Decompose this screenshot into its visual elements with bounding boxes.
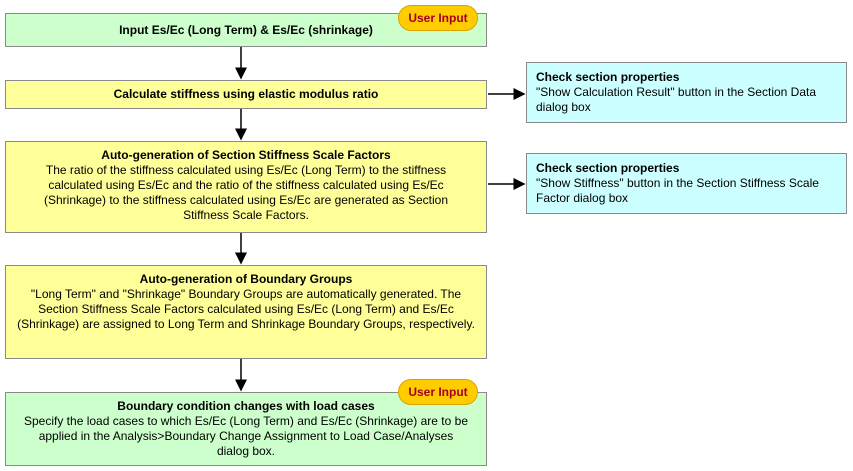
- step-3-title: Auto-generation of Section Stiffness Sca…: [101, 148, 391, 162]
- step-4-title: Auto-generation of Boundary Groups: [139, 272, 353, 286]
- step-5-box: Boundary condition changes with load cas…: [5, 392, 487, 466]
- step-5-title: Boundary condition changes with load cas…: [117, 399, 375, 413]
- step-4-box: Auto-generation of Boundary Groups "Long…: [5, 265, 487, 359]
- note-2-title: Check section properties: [536, 161, 680, 175]
- step-4-text: "Long Term" and "Shrinkage" Boundary Gro…: [17, 287, 475, 331]
- user-input-badge-1: User Input: [398, 5, 478, 31]
- step-1-title: Input Es/Ec (Long Term) & Es/Ec (shrinka…: [119, 22, 373, 37]
- note-2-box: Check section properties "Show Stiffness…: [526, 153, 847, 214]
- step-3-box: Auto-generation of Section Stiffness Sca…: [5, 141, 487, 233]
- note-1-text: "Show Calculation Result" button in the …: [536, 85, 817, 114]
- note-1-box: Check section properties "Show Calculati…: [526, 62, 847, 123]
- note-1-title: Check section properties: [536, 70, 680, 84]
- step-5-text: Specify the load cases to which Es/Ec (L…: [24, 414, 468, 458]
- step-2-title: Calculate stiffness using elastic modulu…: [113, 87, 379, 101]
- step-2-box: Calculate stiffness using elastic modulu…: [5, 80, 487, 109]
- step-3-text: The ratio of the stiffness calculated us…: [43, 163, 448, 222]
- user-input-badge-2: User Input: [398, 379, 478, 405]
- note-2-text: "Show Stiffness" button in the Section S…: [536, 176, 819, 205]
